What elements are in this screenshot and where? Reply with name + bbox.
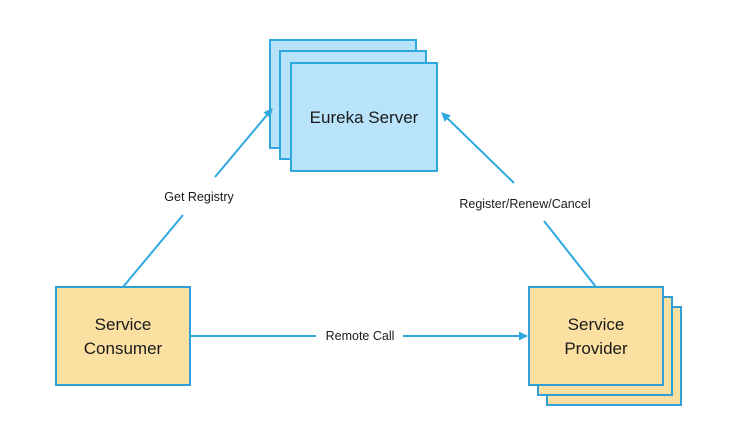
register-arrow-upper — [441, 112, 515, 184]
eureka-server-label: Eureka Server — [310, 108, 419, 127]
register-arrow-lower — [543, 220, 597, 288]
service-consumer-label-line1: Service — [95, 315, 152, 334]
service-provider-box — [528, 286, 664, 386]
service-provider-node: Service Provider — [528, 286, 682, 406]
eureka-server-box — [290, 62, 438, 172]
get-registry-label: Get Registry — [164, 190, 234, 204]
register-renew-cancel-edge: Register/Renew/Cancel — [441, 112, 597, 288]
service-provider-label-line2: Provider — [564, 339, 628, 358]
get-registry-edge: Get Registry — [122, 108, 273, 288]
register-renew-cancel-label: Register/Renew/Cancel — [459, 197, 590, 211]
get-registry-arrow-lower — [122, 214, 184, 288]
service-provider-label-line1: Service — [568, 315, 625, 334]
service-consumer-label-line2: Consumer — [84, 339, 163, 358]
service-consumer-node: Service Consumer — [55, 286, 191, 386]
remote-call-edge: Remote Call — [190, 329, 528, 343]
remote-call-label: Remote Call — [326, 329, 395, 343]
eureka-server-node: Eureka Server — [269, 39, 438, 172]
service-consumer-box — [55, 286, 191, 386]
get-registry-arrow-upper — [214, 108, 273, 178]
